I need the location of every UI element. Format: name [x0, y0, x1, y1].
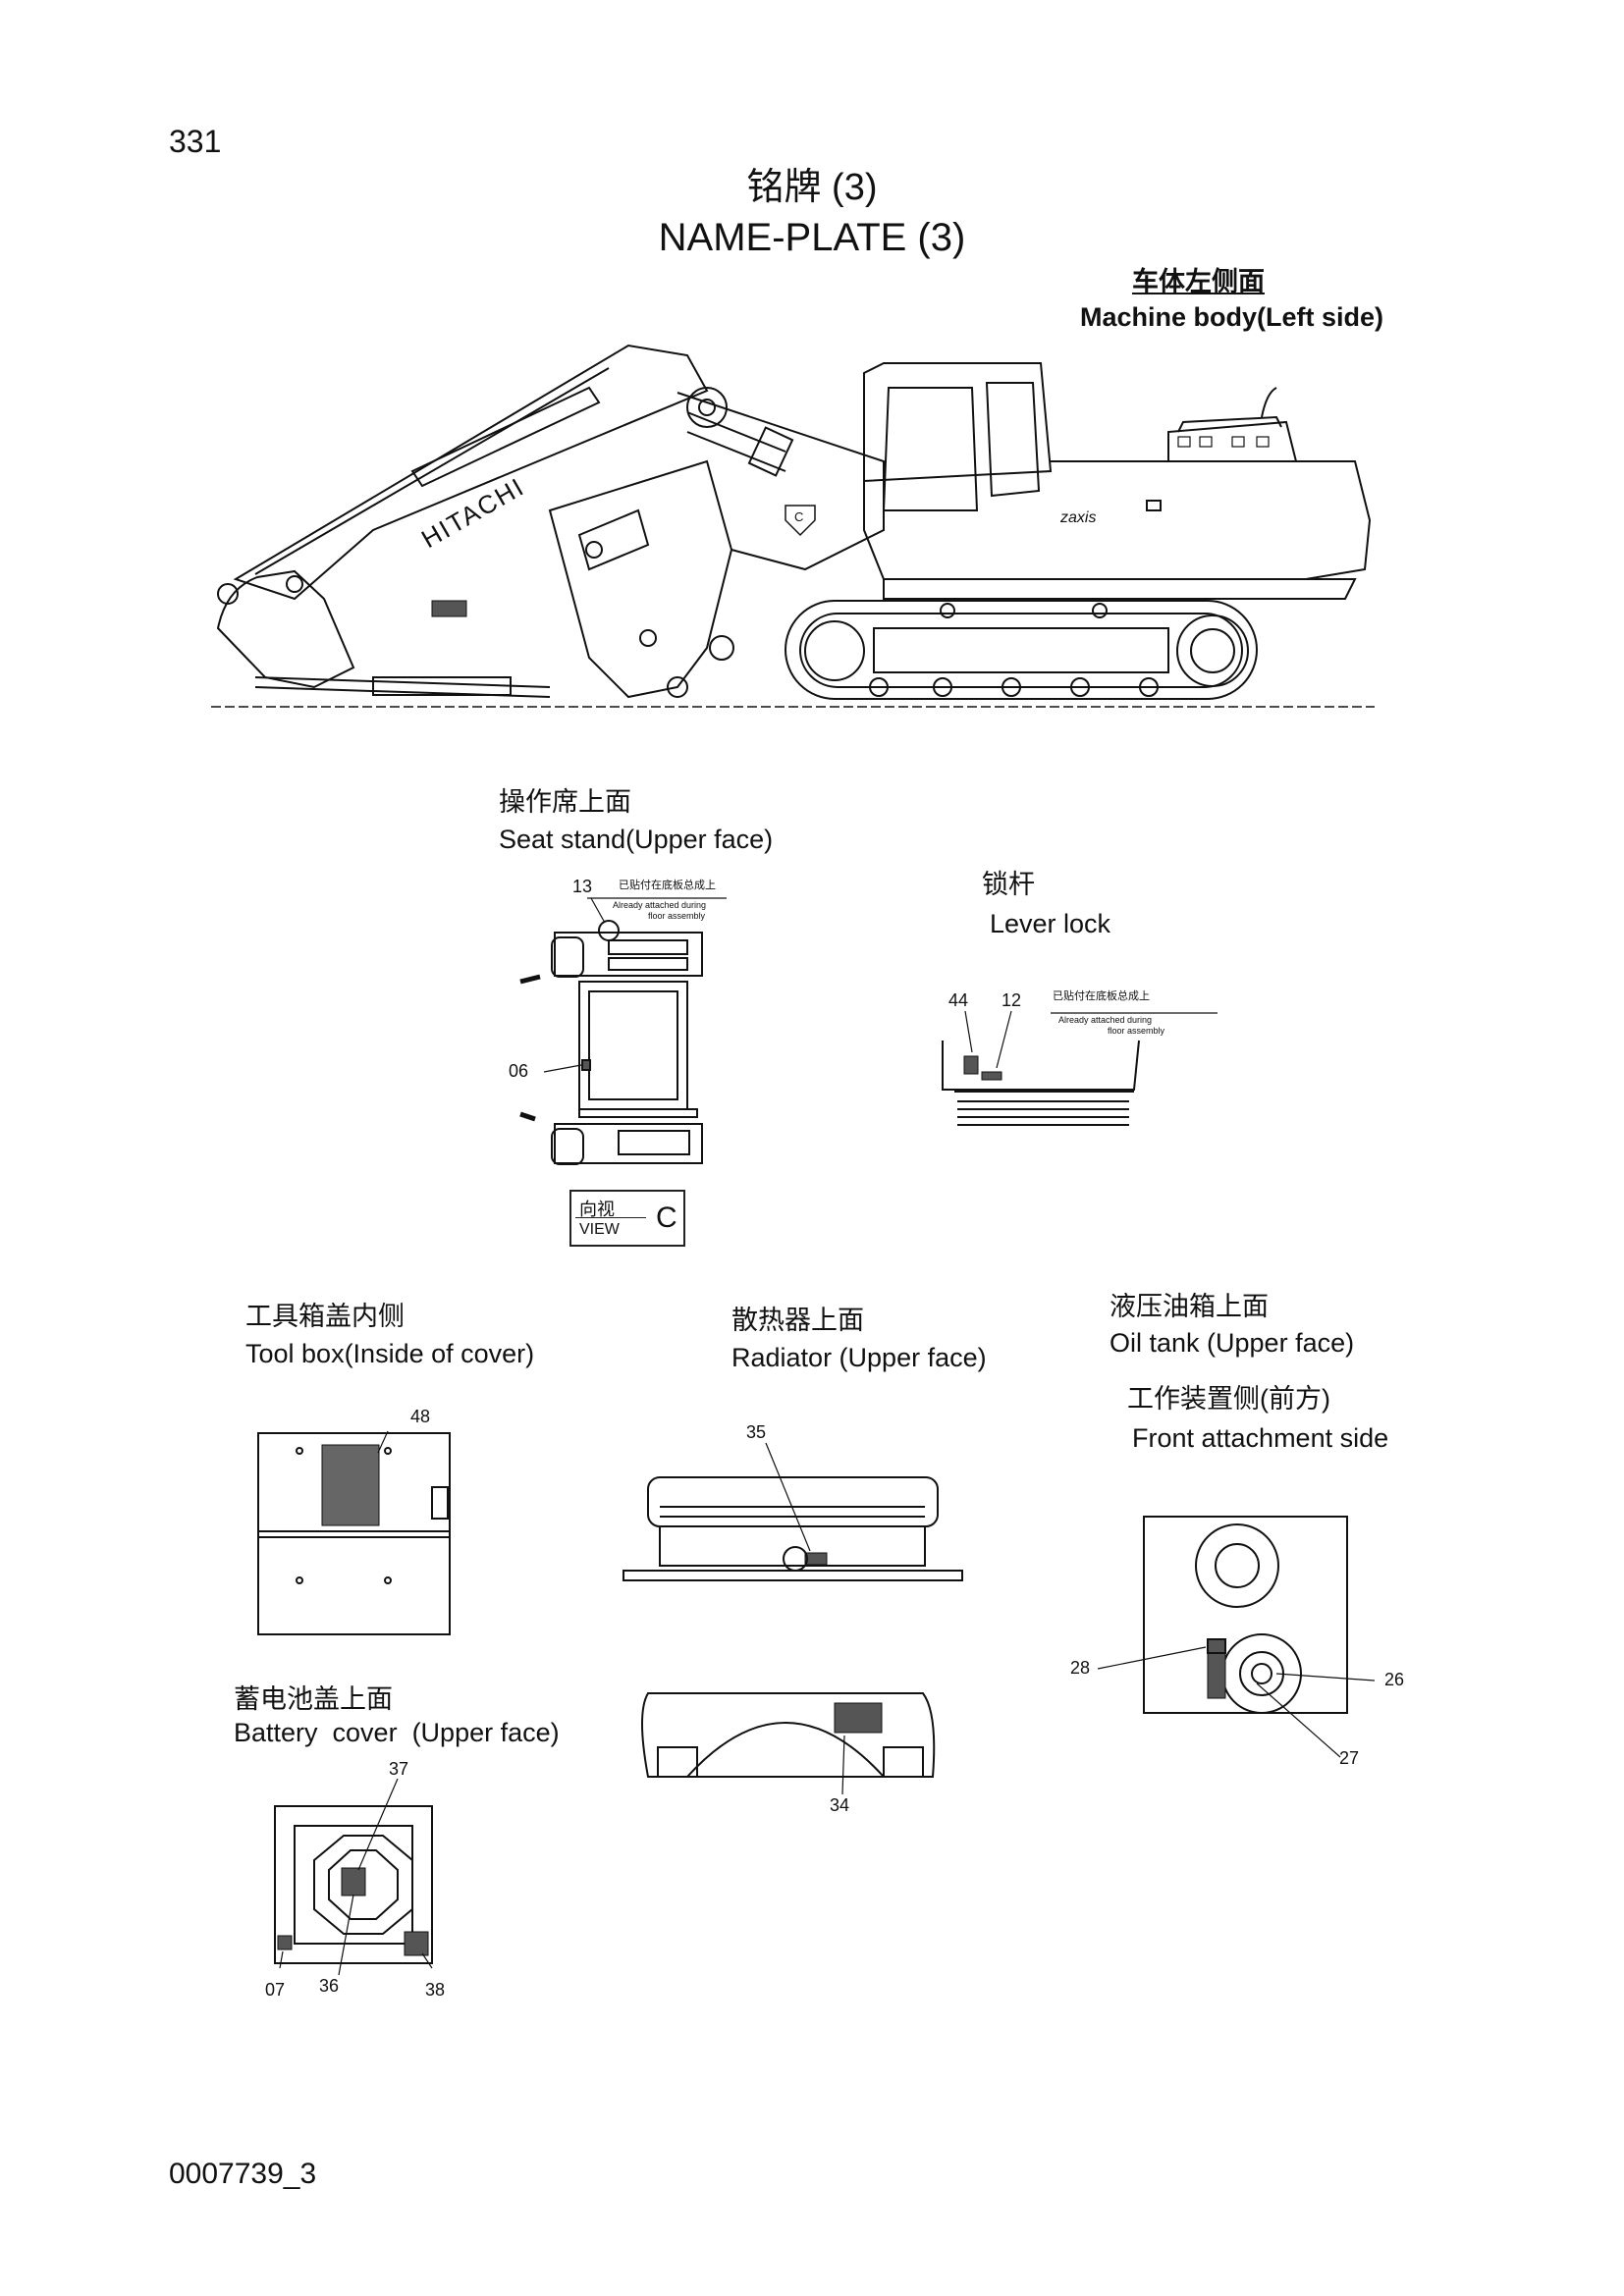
tool-box-label-zh: 工具箱盖内侧: [245, 1302, 405, 1331]
seat-stand-drawing: [519, 897, 727, 1165]
upper-structure-drawing: [863, 362, 1372, 600]
track-drawing: [785, 600, 1258, 700]
callout-36: 36: [319, 1976, 340, 1996]
callout-27: 27: [1339, 1748, 1360, 1768]
lever-note-en-1: Already attached during: [1058, 1015, 1153, 1025]
radiator-label-en: Radiator (Upper face): [731, 1343, 987, 1372]
lever-lock-drawing: [942, 1010, 1218, 1126]
front-attachment-label-en: Front attachment side: [1132, 1423, 1389, 1453]
cab-decal: [1146, 500, 1162, 511]
battery-cover-drawing: [274, 1778, 433, 1976]
boom-decal-plate: [431, 600, 467, 617]
arm-drawing: [233, 344, 709, 601]
oil-tank-label-en: Oil tank (Upper face): [1110, 1328, 1355, 1358]
boom-cylinder-drawing: [686, 411, 794, 477]
view-arrow-c-letter: C: [794, 509, 804, 524]
seat-note-en-2: floor assembly: [648, 911, 706, 921]
view-arrow-c: [785, 505, 816, 537]
oil-tank-label-zh: 液压油箱上面: [1110, 1292, 1269, 1321]
callout-34: 34: [830, 1795, 850, 1815]
view-c-box: 向视 VIEW C: [569, 1190, 685, 1247]
callout-37: 37: [389, 1759, 409, 1779]
callout-12: 12: [1001, 990, 1022, 1010]
bucket-drawing: [216, 569, 355, 689]
seat-note-zh: 已贴付在底板总成上: [619, 880, 716, 891]
machine-body-label-zh: 车体左侧面: [1132, 267, 1265, 296]
lever-lock-label-en: Lever lock: [990, 909, 1111, 938]
boom-drawing: [548, 387, 885, 699]
page-title-en: NAME-PLATE (3): [658, 216, 966, 259]
callout-06: 06: [509, 1061, 529, 1081]
battery-cover-label-zh: 蓄电池盖上面: [234, 1684, 393, 1714]
view-box-divider: [575, 1217, 646, 1218]
callout-38: 38: [425, 1980, 446, 2000]
lever-note-en-2: floor assembly: [1108, 1026, 1165, 1036]
machine-body-label-en: Machine body(Left side): [1080, 302, 1384, 332]
tool-box-drawing: [257, 1430, 451, 1635]
callout-26: 26: [1384, 1670, 1405, 1689]
seat-note-en-1: Already attached during: [613, 900, 707, 910]
callout-44: 44: [948, 990, 969, 1010]
oil-tank-drawing: [1097, 1516, 1376, 1758]
seat-stand-label-zh: 操作席上面: [499, 787, 631, 817]
view-box-en: VIEW: [579, 1221, 620, 1238]
view-box-zh: 向视: [579, 1200, 615, 1219]
page-number: 331: [169, 124, 222, 159]
radiator-label-zh: 散热器上面: [731, 1306, 864, 1335]
callout-35: 35: [746, 1422, 767, 1442]
callout-07: 07: [265, 1980, 286, 2000]
callout-28: 28: [1070, 1658, 1091, 1678]
page-title-zh: 铭牌 (3): [746, 167, 878, 208]
footer-code: 0007739_3: [169, 2158, 317, 2190]
radiator-drawing: [623, 1442, 963, 1795]
lever-lock-label-zh: 锁杆: [982, 870, 1035, 899]
engine-cover-plates: [1177, 436, 1270, 448]
battery-cover-label-en: Battery cover (Upper face): [234, 1718, 560, 1747]
bucket-cylinder-drawing: [254, 676, 551, 698]
callout-13: 13: [572, 877, 593, 896]
front-attachment-label-zh: 工作装置侧(前方): [1127, 1384, 1330, 1414]
cab-model-text: zaxis: [1060, 509, 1097, 526]
callout-48: 48: [410, 1407, 431, 1426]
lever-note-zh: 已贴付在底板总成上: [1053, 990, 1150, 1002]
seat-stand-label-en: Seat stand(Upper face): [499, 825, 774, 854]
tool-box-label-en: Tool box(Inside of cover): [245, 1339, 535, 1368]
view-box-letter: C: [656, 1201, 677, 1234]
